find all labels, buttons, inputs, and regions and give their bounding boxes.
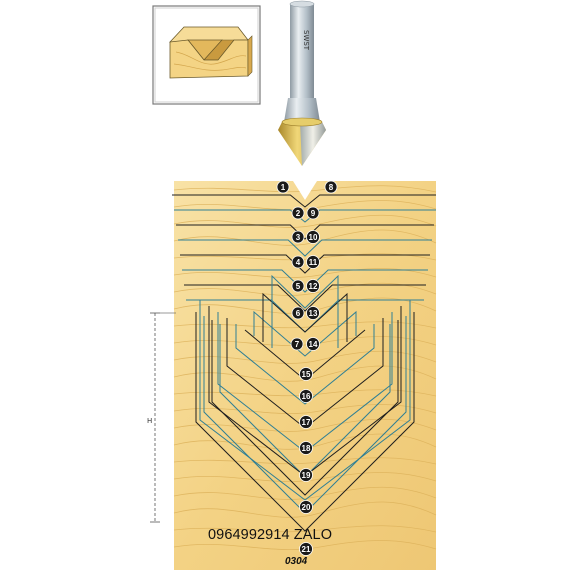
profile-badge-circle <box>306 206 320 220</box>
profile-badge: 1 <box>276 180 290 194</box>
profile-badge-label: 10 <box>309 233 318 242</box>
profile-badge-circle <box>299 367 313 381</box>
profile-badge-circle <box>299 468 313 482</box>
profile-badge: 11 <box>306 255 320 269</box>
svg-text:SWST: SWST <box>302 30 310 51</box>
profile-badge: 14 <box>306 337 320 351</box>
profile-badge: 5 <box>291 279 305 293</box>
profile-badge-label: 3 <box>296 233 301 242</box>
groove-profile-line <box>172 194 436 208</box>
profile-badge: 18 <box>299 441 313 455</box>
profile-badge-circle <box>324 180 338 194</box>
profile-badge-label: 12 <box>309 282 318 291</box>
profile-badge-label: 8 <box>329 183 334 192</box>
deep-groove-profile-line <box>253 310 357 357</box>
dimension-h: H <box>147 312 176 523</box>
contact-text: 0964992914 ZALO <box>208 527 332 543</box>
profile-badge: 17 <box>299 415 313 429</box>
profile-badge-circle <box>306 230 320 244</box>
profile-badge-label: 15 <box>302 370 311 379</box>
profile-badge: 2 <box>291 206 305 220</box>
profile-badge-circle <box>306 255 320 269</box>
profile-badge-label: 2 <box>296 209 301 218</box>
profile-badge-label: 20 <box>302 503 311 512</box>
deep-groove-profile-line <box>271 274 339 348</box>
groove-profile-line <box>211 320 399 496</box>
model-code: 0304 <box>285 556 308 567</box>
groove-profile-line <box>178 239 432 257</box>
groove-profile-line <box>176 224 434 240</box>
profile-badge-circle <box>299 500 313 514</box>
groove-profile-line <box>182 269 428 293</box>
profile-badge-circle <box>299 441 313 455</box>
router-bit-icon: SWST <box>278 0 326 166</box>
profile-badge: 16 <box>299 389 313 403</box>
profile-badge-label: 9 <box>311 209 316 218</box>
profile-badge-circle <box>291 279 305 293</box>
dimension-label: H <box>147 417 152 425</box>
profile-badge: 13 <box>306 306 320 320</box>
profile-badge-label: 13 <box>309 309 318 318</box>
profile-badge-label: 16 <box>302 392 311 401</box>
profile-badge: 3 <box>291 230 305 244</box>
profile-badge: 19 <box>299 468 313 482</box>
profile-badge: 15 <box>299 367 313 381</box>
profile-badge-label: 14 <box>309 340 318 349</box>
profile-badge: 10 <box>306 230 320 244</box>
groove-profile-line <box>184 284 426 312</box>
profile-badge-label: 4 <box>296 258 301 267</box>
groove-profile-line <box>195 312 415 532</box>
profile-badge-circle <box>276 180 290 194</box>
profile-badge-circle <box>290 337 304 351</box>
profile-badge-circle <box>291 230 305 244</box>
profile-badge: 6 <box>291 306 305 320</box>
profile-badge-label: 7 <box>295 340 300 349</box>
profile-badge-label: 1 <box>281 183 286 192</box>
profile-badge-label: 19 <box>302 471 311 480</box>
groove-profiles <box>172 181 436 532</box>
profile-badge-label: 6 <box>296 309 301 318</box>
profile-badge-circle <box>291 306 305 320</box>
profile-badge-label: 21 <box>302 545 311 554</box>
profile-badge-label: 17 <box>302 418 311 427</box>
profile-badge-circle <box>306 279 320 293</box>
profile-badge-circle <box>306 337 320 351</box>
groove-profile-line <box>174 209 436 223</box>
groove-profile-line <box>180 254 430 274</box>
profile-badge-circle <box>306 306 320 320</box>
profile-badge-label: 18 <box>302 444 311 453</box>
v-groove-sample-icon <box>152 5 261 105</box>
profile-badge: 7 <box>290 337 304 351</box>
contact-number: 0964992914 <box>208 527 290 543</box>
profile-badge: 12 <box>306 279 320 293</box>
profile-badge-circle <box>299 389 313 403</box>
profile-badge-circle <box>291 255 305 269</box>
profile-badge-label: 11 <box>309 258 318 267</box>
deep-groove-profile-line <box>199 300 411 501</box>
top-notch <box>293 181 317 200</box>
profile-badge: 8 <box>324 180 338 194</box>
profile-badge: 9 <box>306 206 320 220</box>
profile-badge-circle <box>299 415 313 429</box>
profile-badge: 21 <box>299 542 313 556</box>
profile-badge-label: 5 <box>296 282 301 291</box>
profile-badge: 4 <box>291 255 305 269</box>
deep-groove-profile-line <box>235 324 375 405</box>
contact-suffix: ZALO <box>293 527 333 543</box>
deep-groove-profile-line <box>262 292 348 342</box>
profile-badge-circle <box>299 542 313 556</box>
profile-badge-circle <box>291 206 305 220</box>
profile-badge: 20 <box>299 500 313 514</box>
